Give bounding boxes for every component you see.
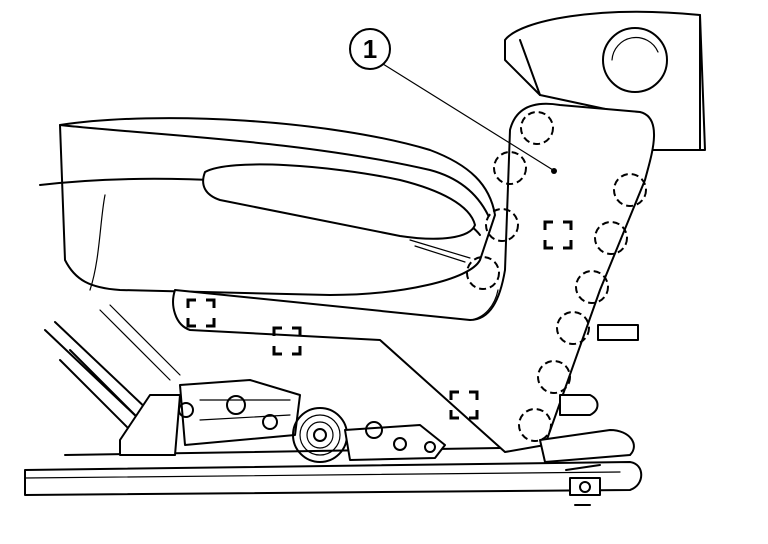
- clip-location-3: [485, 208, 519, 242]
- callout-1: 1: [349, 28, 557, 174]
- clip-location-1: [520, 111, 554, 145]
- clip-location-4: [466, 256, 500, 290]
- hidden-fastener-markers: [186, 220, 573, 420]
- callout-1-leader-line: [382, 63, 554, 171]
- recliner-spring: [292, 407, 348, 463]
- seat-cushion: [39, 117, 496, 296]
- clip-location-7: [575, 270, 609, 304]
- callout-1-label: 1: [363, 34, 377, 64]
- fastener-marker-2: [186, 298, 216, 328]
- clip-location-6: [594, 221, 628, 255]
- clip-location-5: [613, 173, 647, 207]
- side-shield-panel: [172, 102, 655, 453]
- clip-location-8: [556, 311, 590, 345]
- callout-1-circle: [349, 28, 391, 70]
- retainer-clip-locations: [466, 111, 647, 442]
- clip-location-10: [518, 408, 552, 442]
- clip-location-9: [537, 360, 571, 394]
- fastener-marker-1: [543, 220, 573, 250]
- fastener-marker-4: [449, 390, 479, 420]
- callout-1-leader-dot: [551, 168, 557, 174]
- fastener-marker-3: [272, 326, 302, 356]
- recliner-knob: [602, 27, 668, 93]
- seat-adjuster-mechanism: [24, 304, 643, 506]
- clip-location-2: [493, 151, 527, 185]
